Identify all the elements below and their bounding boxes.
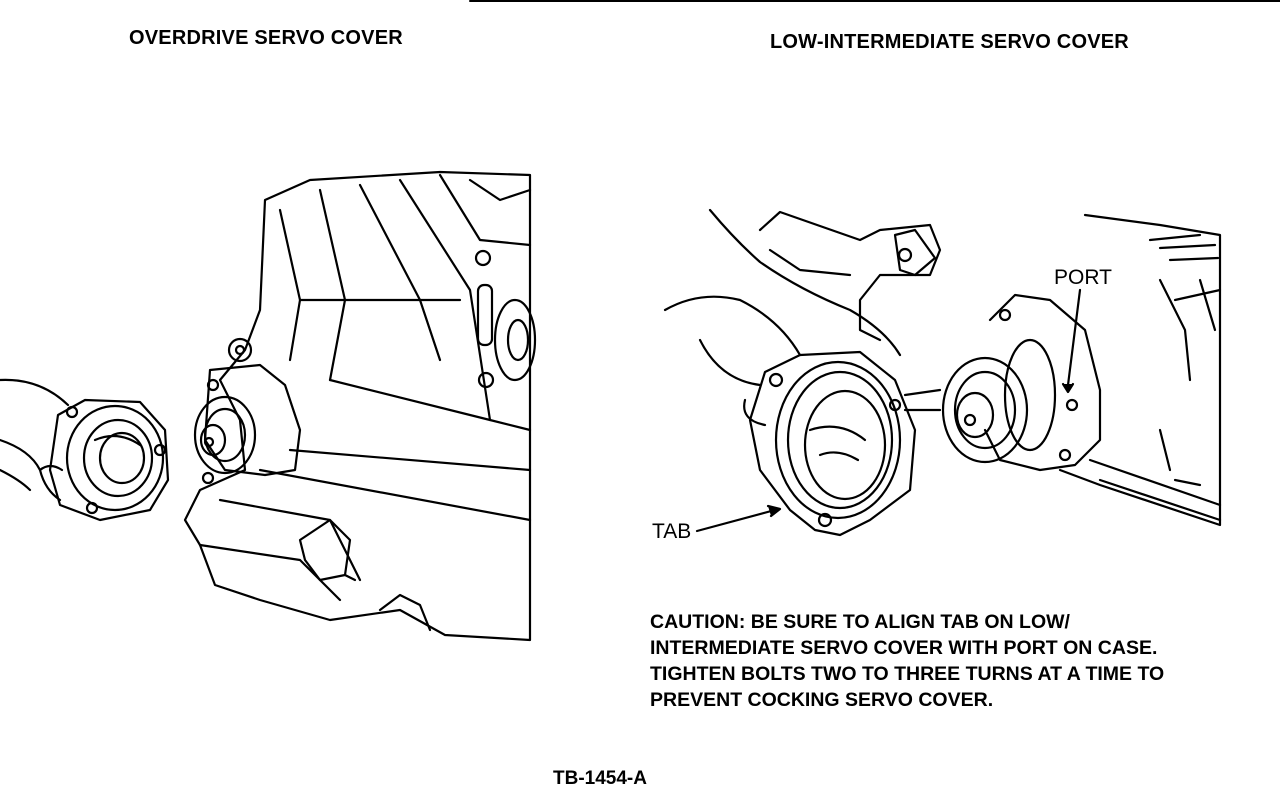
caution-note: CAUTION: BE SURE TO ALIGN TAB ON LOW/ IN… [650,609,1164,713]
port-leader-arrow [1061,382,1075,394]
tab-leader-line [695,508,777,533]
caution-line: CAUTION: BE SURE TO ALIGN TAB ON LOW/ [650,611,1070,633]
low-intermediate-servo-cover [748,350,917,537]
figure-id: TB-1454-A [553,768,647,789]
overdrive-servo-cover [48,398,170,522]
transmission-case-left [183,170,537,642]
transmission-case-right [758,210,1222,527]
caution-line: PREVENT COCKING SERVO COVER. [650,689,994,711]
hand-right [663,208,902,427]
callout-leaders [695,288,1082,533]
hand-left [0,378,70,502]
overdrive-servo-cover-title: OVERDRIVE SERVO COVER [129,27,403,49]
overdrive-servo-installed [193,363,302,485]
port-leader-line [1066,288,1082,387]
port-callout-label: PORT [1054,266,1112,289]
tab-leader-arrow [766,504,782,518]
low-intermediate-servo-installed [903,293,1102,472]
caution-line: TIGHTEN BOLTS TWO TO THREE TURNS AT A TI… [650,663,1165,685]
caution-line: INTERMEDIATE SERVO COVER WITH PORT ON CA… [650,637,1158,659]
tab-callout-label: TAB [652,520,692,543]
low-intermediate-servo-cover-title: LOW-INTERMEDIATE SERVO COVER [770,31,1129,53]
